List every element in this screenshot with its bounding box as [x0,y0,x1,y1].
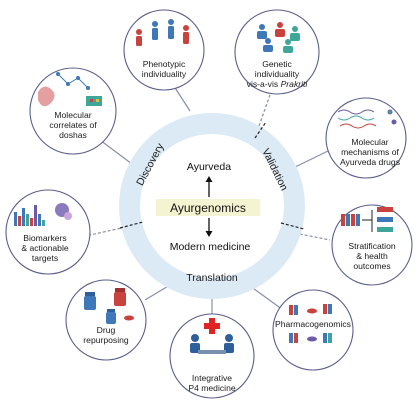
satellite-genetic: Genetic individuality vis-a-vis Prakriti [234,9,320,95]
mechanisms-label-1: Molecular [351,137,388,147]
mechanisms-label-2: mechanisms of [341,147,399,157]
ring-separator-right [280,222,305,230]
dna-molecules-icon [337,109,397,129]
connector-repurposing [144,284,171,301]
patient-groups-icon [341,207,393,232]
pharmacogenomics-label: Pharmacogenomics [275,319,351,329]
core-label-ayurveda: Ayurveda [187,161,231,173]
core-box [156,199,260,216]
integrative-label-1: Integrative [192,373,232,383]
satellite-stratification: Stratification & health outcomes [331,204,413,286]
arrow-down-head [205,231,213,237]
satellite-pharmacogenomics: Pharmacogenomics [272,289,354,371]
genetic-label-3: vis-a-vis Prakriti [247,79,309,89]
biomarkers-label-1: Biomarkers [23,233,66,243]
people-groups-icon [257,22,300,53]
correlates-label-3: doshas [59,130,87,140]
genetic-label-2: individuality [255,69,300,79]
organs-network-icon [38,72,102,107]
doctor-consultation-icon [190,318,234,354]
phenotypic-label-2: individuality [142,69,187,79]
people-icon [136,19,189,46]
manhattan-plot-icon [14,203,72,226]
biomarkers-label-2: & actionable [21,243,69,253]
satellite-integrative: Integrative P4 medicine [169,313,255,399]
arrow-up-head [205,176,213,182]
stratification-label-1: Stratification [348,241,396,251]
mechanisms-label-3: Ayurveda drugs [340,157,400,167]
satellite-molecular-correlates: Molecular correlates of doshas [29,67,117,155]
genetic-label-1: Genetic [262,59,292,69]
repurposing-label-1: Drug [97,325,116,335]
satellite-biomarkers: Biomarkers & actionable targets [5,189,91,275]
correlates-label-1: Molecular [54,110,91,120]
satellite-drug-repurposing: Drug repurposing [65,279,147,361]
core-label-modern-medicine: Modern medicine [170,241,251,253]
pill-bottles-icon [84,288,134,324]
satellite-phenotypic: Phenotypic individuality [123,9,205,91]
ring-separator-top [254,121,267,139]
satellite-molecular-mechanisms: Molecular mechanisms of Ayurveda drugs [325,97,407,179]
repurposing-label-2: repurposing [83,335,129,345]
patients-pills-icon [289,304,332,343]
stratification-label-2: & health [356,251,388,261]
ring-separator-left [119,221,144,229]
core-label-ayurgenomics: Ayurgenomics [170,201,246,215]
ring-label-translation: Translation [186,272,238,284]
phenotypic-label-1: Phenotypic [143,59,186,69]
stratification-label-3: outcomes [353,261,390,271]
biomarkers-label-3: targets [32,253,58,263]
integrative-label-2: P4 medicine [188,383,236,393]
correlates-label-2: correlates of [49,120,97,130]
